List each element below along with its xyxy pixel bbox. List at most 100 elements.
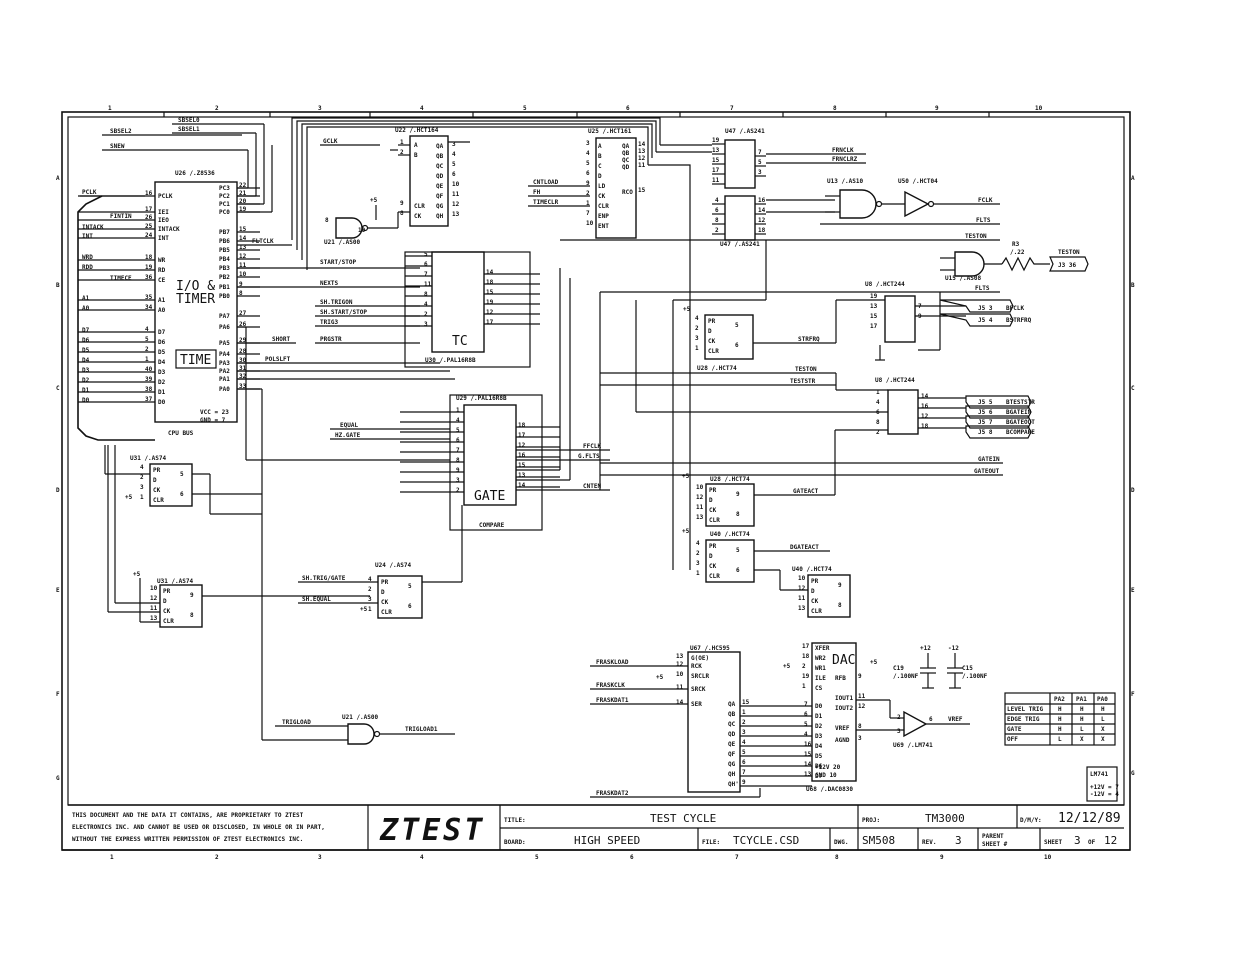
tt-row-label: GATE bbox=[1007, 726, 1022, 733]
u67-ref: U67 /.HC595 bbox=[690, 645, 730, 652]
col-b3: 3 bbox=[318, 854, 322, 861]
u31a-pins-pin: 3 bbox=[140, 484, 144, 491]
u40b-pins-pin-name: CK bbox=[811, 598, 819, 605]
column-markers-top: 1 2 3 4 5 6 7 8 9 10 bbox=[108, 105, 1043, 117]
u68-right-name: AGND bbox=[835, 737, 850, 744]
sig-d7: D7 bbox=[82, 327, 90, 334]
col-5: 5 bbox=[523, 105, 527, 112]
u68-power: +12V 20 bbox=[815, 764, 841, 771]
u67-out-pin: 2 bbox=[742, 719, 746, 726]
u22-out-name: QA bbox=[436, 143, 444, 150]
gate-u15: U15 /.AS08 R3 /.22 TESTON J3 36 FLTS bbox=[600, 241, 1089, 293]
u26-pin-name: PB2 bbox=[219, 274, 230, 281]
u29-in-pin: 9 bbox=[456, 467, 460, 474]
u25-pin: 1 bbox=[586, 200, 590, 207]
mid-right-wiring bbox=[599, 240, 941, 570]
u26-pin-name: PA4 bbox=[219, 351, 230, 358]
u24-pins-pin-name: CLR bbox=[381, 609, 392, 616]
u25-pin: 3 bbox=[586, 140, 590, 147]
u26-pin: 33 bbox=[239, 383, 247, 390]
proj-label: PROJ: bbox=[862, 817, 880, 824]
lm741-line1: +12V = 7 bbox=[1090, 784, 1119, 791]
sig-flts: FLTS bbox=[976, 217, 991, 224]
col-b7: 7 bbox=[735, 854, 739, 861]
u31b-pins-pin: 10 bbox=[150, 585, 158, 592]
u29-out-pin: 18 bbox=[518, 422, 526, 429]
u31b-pins-qn-pin: 8 bbox=[190, 612, 194, 619]
u67-out-name: QF bbox=[728, 751, 736, 758]
lm741-title: LM741 bbox=[1090, 771, 1108, 778]
cpu-bus-bracket bbox=[77, 195, 155, 441]
u68-data-pin: 5 bbox=[804, 721, 808, 728]
u22-out-name: QB bbox=[436, 153, 444, 160]
u28a-pins-pin-name: PR bbox=[708, 318, 716, 325]
u40b-ref: U40 /.HCT74 bbox=[792, 566, 832, 573]
sig-gflts: G.FLTS bbox=[578, 453, 600, 460]
u26-pin: 30 bbox=[239, 357, 247, 364]
u26-pin: 29 bbox=[239, 337, 247, 344]
rail-u68: +5 bbox=[783, 663, 791, 670]
u26-pin-name: INTACK bbox=[158, 226, 180, 233]
u24-pins-pin-name: PR bbox=[381, 579, 389, 586]
u26-pin: 35 bbox=[145, 294, 153, 301]
u68-data-name: D6 bbox=[815, 763, 823, 770]
conn-j5-5: J5 5 bbox=[978, 399, 993, 406]
u26-pin-name: INT bbox=[158, 235, 169, 242]
u68-data-name: D1 bbox=[815, 713, 823, 720]
u28b-pins-pin: 13 bbox=[696, 514, 704, 521]
sig-trigload: TRIGLOAD bbox=[282, 719, 311, 726]
u31b-pins-pin-name: CLR bbox=[163, 618, 174, 625]
dwg-value: SM508 bbox=[862, 834, 895, 847]
u67-pin: 10 bbox=[676, 671, 684, 678]
u24-pins-pin-name: CK bbox=[381, 599, 389, 606]
u31b-pins-pin-name: D bbox=[163, 598, 167, 605]
u26-pin-name: PC3 bbox=[219, 185, 230, 192]
u26-pin-name: IEI bbox=[158, 209, 169, 216]
col-10: 10 bbox=[1035, 105, 1043, 112]
u29-ref: U29 /.PAL16R8B bbox=[456, 395, 507, 402]
sig-trigload1: TRIGLOAD1 bbox=[405, 726, 438, 733]
u67-out-name: QH' bbox=[728, 781, 739, 788]
u29-out-pin: 15 bbox=[518, 462, 526, 469]
u24-pins-qn-pin: 6 bbox=[408, 603, 412, 610]
u26-time-box: TIME bbox=[180, 353, 211, 368]
u30-in-pin: 5 bbox=[424, 251, 428, 258]
u22-out-name: QD bbox=[436, 173, 444, 180]
u26-pin-name: PA0 bbox=[219, 386, 230, 393]
u47a-in-pin: 19 bbox=[712, 137, 720, 144]
u69-pin6: 6 bbox=[929, 716, 933, 723]
u67-out-pin: 9 bbox=[742, 779, 746, 786]
u67-out-pin: 5 bbox=[742, 749, 746, 756]
chip-u47: U47 /.AS241 U47 /.AS241 1913151711753468… bbox=[648, 128, 866, 280]
u28b-pins-pin: 12 bbox=[696, 494, 704, 501]
u28a-pins-qn-pin: 6 bbox=[735, 342, 739, 349]
u68-pin: 17 bbox=[802, 643, 810, 650]
u26-pin-name: IEO bbox=[158, 217, 169, 224]
caps: +12 C19 /.100NF -12 C15 /.100NF bbox=[893, 645, 988, 689]
sig-sh-equal: SH.EQUAL bbox=[302, 596, 331, 603]
parent-label2: SHEET # bbox=[982, 841, 1008, 848]
u31b-pins-q-pin: 9 bbox=[190, 592, 194, 599]
u31b-pins-pin: 13 bbox=[150, 615, 158, 622]
u26-port-signals: FLTCLK START/STOP NEXTS SH.TRIGON SH.STA… bbox=[237, 238, 455, 514]
u68-right-name: RFB bbox=[835, 675, 846, 682]
u47a-out-pin: 3 bbox=[758, 169, 762, 176]
u30-in-pin: 11 bbox=[424, 281, 432, 288]
u26-pin-name: PB0 bbox=[219, 293, 230, 300]
u22-out-pin: 11 bbox=[452, 191, 460, 198]
u31b-pins-pin-name: CK bbox=[163, 608, 171, 615]
u67-out-name: QH bbox=[728, 771, 736, 778]
u26-pin: 19 bbox=[239, 206, 247, 213]
u25-pin-name: CLR bbox=[598, 203, 609, 210]
u40a-pins-pin: 1 bbox=[696, 570, 700, 577]
u67-pin: 11 bbox=[676, 684, 684, 691]
sig-timece: TIMECE bbox=[110, 275, 132, 282]
u28b-pins-qn-pin: 8 bbox=[736, 511, 740, 518]
u31b-pins-pin: 12 bbox=[150, 595, 158, 602]
u8b-out-pin: 18 bbox=[921, 423, 929, 430]
u68-right-pin: 8 bbox=[858, 723, 862, 730]
u29-in-pin: 8 bbox=[456, 457, 460, 464]
c19-value: /.100NF bbox=[893, 673, 919, 680]
u47a-in-pin: 15 bbox=[712, 157, 720, 164]
